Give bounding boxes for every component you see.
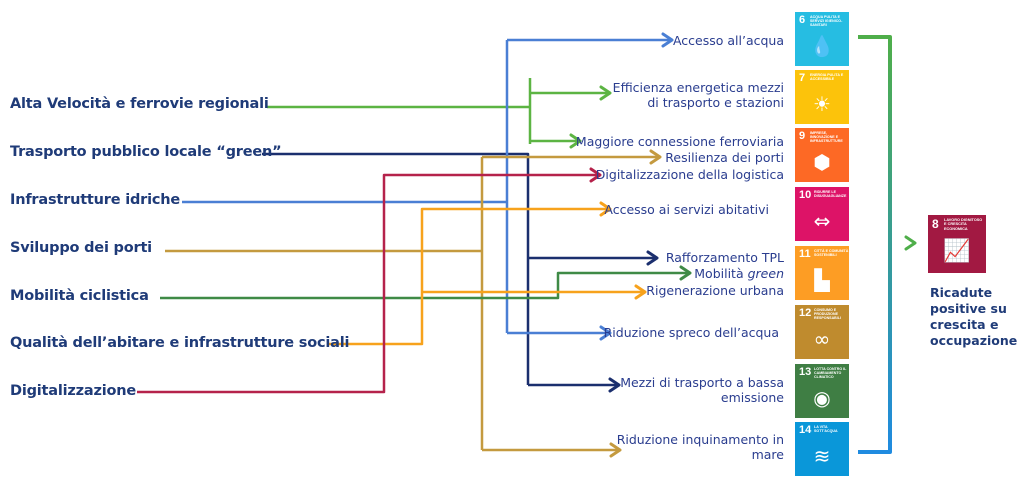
wire-ciclistica <box>160 271 688 300</box>
wire-digitalizzazione <box>137 173 598 394</box>
result-caption: Ricadute positive su crescita e occupazi… <box>930 285 1018 348</box>
cubes-icon: ⬢ <box>813 150 831 174</box>
sdg-tile-14: 14 La vita sott'acqua ≋ <box>795 422 849 476</box>
outcome-rafforzamento-tpl: Rafforzamento TPL <box>665 250 784 265</box>
wire-tpl <box>262 152 655 387</box>
source-sviluppo-porti: Sviluppo dei porti <box>10 240 152 256</box>
bracket <box>858 35 892 454</box>
outcome-mobilita-green: Mobilità green <box>694 266 784 281</box>
sun-icon: ☀ <box>813 92 831 116</box>
source-tpl-green: Trasporto pubblico locale “green” <box>10 144 282 160</box>
arrow-mobilita-green <box>679 265 692 281</box>
water-drop-icon: 💧 <box>809 34 835 58</box>
arrow-rigenerazione <box>634 284 647 300</box>
infinity-icon: ∞ <box>813 327 831 351</box>
sdg-tile-10: 10 Ridurre le disuguaglianze ⇔ <box>795 187 849 241</box>
equality-arrows-icon: ⇔ <box>813 209 831 233</box>
source-alta-velocita: Alta Velocità e ferrovie regionali <box>10 96 269 112</box>
outcome-accesso-acqua: Accesso all’acqua <box>672 33 784 48</box>
fish-icon: ≋ <box>813 444 831 468</box>
arrow-accesso-acqua <box>661 32 674 48</box>
source-digitalizzazione: Digitalizzazione <box>10 383 137 399</box>
sdg-tile-11: 11 Città e comunità sostenibili ▙ <box>795 246 849 300</box>
arrow-servizi-abitativi <box>599 201 612 217</box>
eye-globe-icon: ◉ <box>813 386 831 410</box>
bracket-arrow-head <box>904 235 917 251</box>
sdg-tile-13: 13 Lotta contro il cambiamento climatico… <box>795 364 849 418</box>
arrow-resilienza-porti <box>649 149 662 165</box>
arrow-efficienza <box>599 85 612 101</box>
wire-alta-velocita <box>267 78 608 144</box>
wire-abitare <box>328 207 643 346</box>
arrow-spreco-acqua <box>599 325 612 341</box>
wire-porti <box>165 155 658 452</box>
arrow-inquinamento-mare <box>609 442 622 458</box>
outcome-resilienza-porti: Resilienza dei porti <box>665 150 784 165</box>
city-buildings-icon: ▙ <box>814 268 830 292</box>
outcome-digitalizzazione-logistica: Digitalizzazione della logistica <box>595 167 784 182</box>
source-qualita-abitare: Qualità dell’abitare e infrastrutture so… <box>10 335 350 351</box>
source-mobilita-ciclistica: Mobilità ciclistica <box>10 288 149 304</box>
outcome-servizi-abitativi: Accesso ai servizi abitativi <box>604 202 769 217</box>
outcome-spreco-acqua: Riduzione spreco dell’acqua <box>603 325 779 340</box>
sdg-tile-9: 9 Imprese, innovazione e infrastrutture … <box>795 128 849 182</box>
arrow-rafforzamento-tpl <box>646 250 659 266</box>
arrow-connessione <box>569 133 582 149</box>
sdg-tile-6: 6 Acqua pulita e servizi igienico-sanita… <box>795 12 849 66</box>
sdg-tile-12: 12 Consumo e produzione responsabili ∞ <box>795 305 849 359</box>
sdg-tile-8: 8 Lavoro dignitoso e crescita economica … <box>928 215 986 273</box>
source-infrastrutture-idriche: Infrastrutture idriche <box>10 192 181 208</box>
outcome-connessione-ferroviaria: Maggiore connessione ferroviaria <box>575 134 784 149</box>
wire-idriche <box>182 38 670 335</box>
arrow-digitalizzazione-logistica <box>589 167 602 183</box>
growth-chart-icon: 📈 <box>943 239 971 264</box>
sdg-tile-7: 7 Energia pulita e accessibile ☀ <box>795 70 849 124</box>
outcome-rigenerazione-urbana: Rigenerazione urbana <box>646 283 784 298</box>
arrow-mezzi-bassa <box>608 377 621 393</box>
